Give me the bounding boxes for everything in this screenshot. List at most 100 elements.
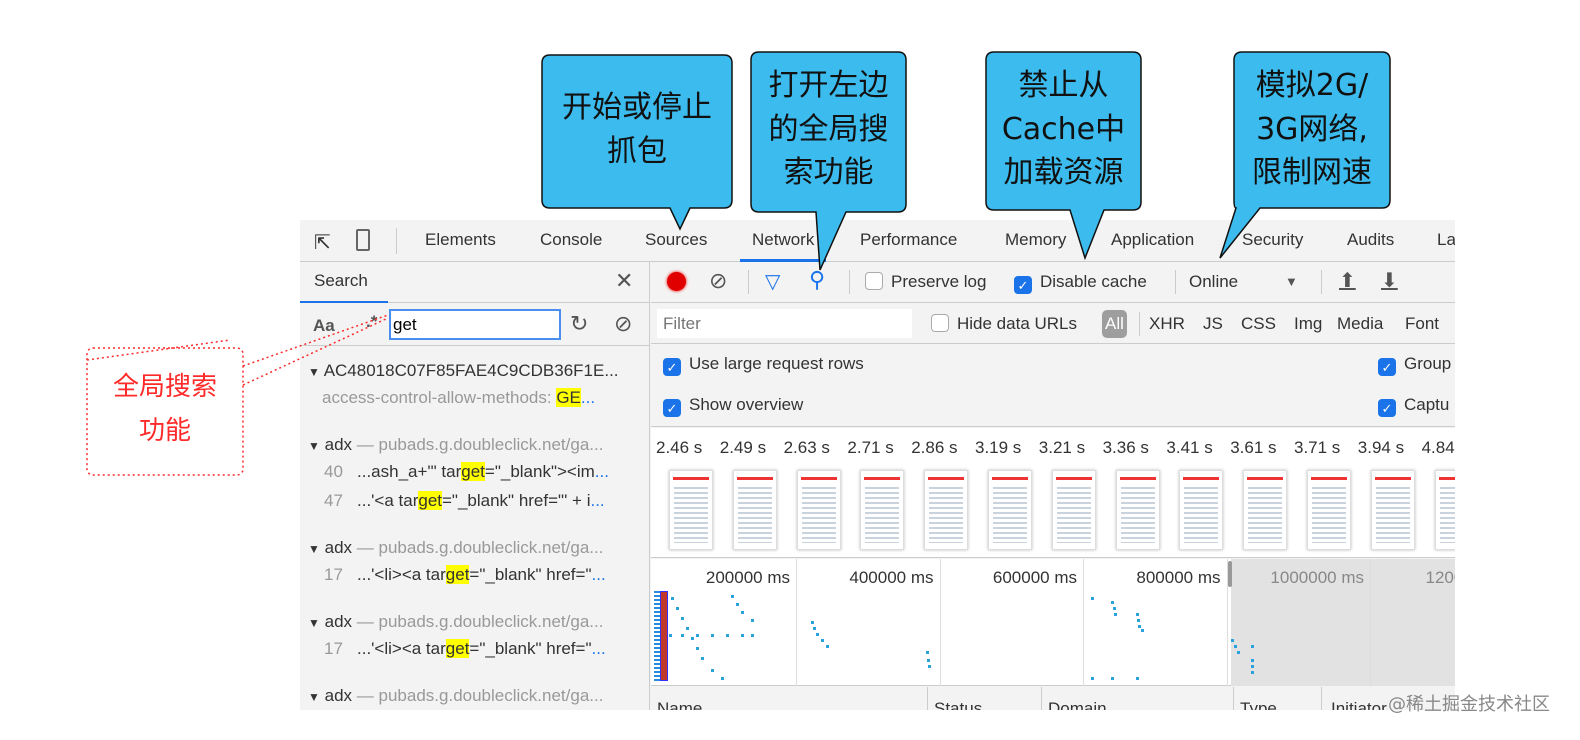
- throttle-select[interactable]: Online: [1189, 272, 1239, 291]
- timeline-tick-label: 1000000 ms: [1270, 568, 1364, 587]
- filter-type-js[interactable]: JS: [1203, 314, 1223, 333]
- line-suffix: ="_blank" href="' + i: [442, 491, 591, 510]
- filter-type-css[interactable]: CSS: [1241, 314, 1276, 333]
- callout-record-text: 开始或停止 抓包: [562, 90, 712, 169]
- filmstrip-frame[interactable]: [860, 470, 905, 550]
- search-input[interactable]: [389, 309, 561, 340]
- timeline-tick-label: 600000 ms: [992, 568, 1077, 587]
- record-button[interactable]: [667, 272, 686, 291]
- tab-more[interactable]: La: [1437, 230, 1455, 249]
- tab-security[interactable]: Security: [1242, 230, 1304, 249]
- filmstrip-frame[interactable]: [1370, 470, 1415, 550]
- tab-console[interactable]: Console: [540, 230, 603, 249]
- filmstrip-frame[interactable]: [1051, 470, 1096, 550]
- timeline-handle[interactable]: [1228, 561, 1232, 587]
- search-tab[interactable]: Search: [300, 262, 388, 303]
- match-case-toggle[interactable]: Aa: [313, 316, 335, 335]
- timeline-gridline: [939, 559, 941, 686]
- callout-cache-bubble: [985, 51, 1142, 261]
- timeline-request-dot: [1136, 677, 1139, 680]
- capture-screenshots-checkbox[interactable]: ✓Captu: [1378, 395, 1449, 417]
- search-result-file[interactable]: ▼ adx — pubads.g.doubleclick.net/ga...: [300, 538, 650, 558]
- timeline-request-dot: [1113, 607, 1116, 610]
- device-toolbar-icon[interactable]: [356, 229, 370, 251]
- group-by-frame-checkbox[interactable]: ✓Group: [1378, 354, 1451, 376]
- column-status[interactable]: Status: [934, 699, 983, 710]
- filmstrip-frame[interactable]: [988, 470, 1032, 550]
- clear-icon[interactable]: ⊘: [614, 311, 633, 336]
- filmstrip-frame[interactable]: [1434, 470, 1455, 550]
- search-panel: Search ✕ Aa .* ↻ ⊘ ▼ AC48018C07F85FAE4C9…: [300, 262, 650, 710]
- watermark: @稀土掘金技术社区: [1388, 694, 1550, 715]
- timeline-request-dot: [691, 637, 694, 640]
- filmstrip-frame[interactable]: [732, 470, 777, 550]
- search-result-file[interactable]: ▼ adx — pubads.g.doubleclick.net/ga...: [300, 612, 650, 632]
- preserve-log-checkbox[interactable]: Preserve log: [865, 272, 986, 292]
- filter-type-img[interactable]: Img: [1294, 314, 1323, 333]
- search-result-file[interactable]: ▼ adx — pubads.g.doubleclick.net/ga...: [300, 686, 650, 706]
- callout-search-bubble: [750, 51, 907, 271]
- timeline-request-dot: [681, 617, 684, 620]
- filmstrip-frame[interactable]: [1243, 470, 1288, 550]
- tab-elements[interactable]: Elements: [425, 230, 496, 249]
- table-header: Name Status Domain Type Initiator: [651, 687, 1455, 710]
- tab-application[interactable]: Application: [1111, 230, 1195, 249]
- line-number: 47: [324, 491, 343, 510]
- timeline-request-dot: [813, 627, 816, 630]
- tab-performance[interactable]: Performance: [860, 230, 958, 249]
- disable-cache-checkbox[interactable]: ✓Disable cache: [1014, 272, 1147, 294]
- timeline-request-dot: [1141, 629, 1144, 632]
- match-highlight: get: [418, 491, 442, 510]
- clear-log-icon[interactable]: ⊘: [709, 268, 728, 293]
- result-url: — pubads.g.doubleclick.net/ga...: [356, 686, 604, 705]
- expand-triangle-icon: ▼: [308, 616, 320, 630]
- chevron-down-icon[interactable]: ▼: [1285, 274, 1298, 289]
- filmstrip-frame[interactable]: [1307, 470, 1351, 550]
- timeline-unselected-region: [1231, 559, 1455, 686]
- timeline-request-dot: [1251, 645, 1254, 648]
- filmstrip-time: 3.41 s: [1166, 438, 1213, 457]
- timeline-request-dot: [671, 597, 674, 600]
- large-rows-checkbox[interactable]: ✓Use large request rows: [663, 354, 864, 376]
- filter-type-font[interactable]: Font: [1405, 314, 1440, 333]
- timeline-request-dot: [696, 647, 699, 650]
- timeline-request-dot: [711, 634, 714, 637]
- column-domain[interactable]: Domain: [1048, 699, 1107, 710]
- filmstrip-frame[interactable]: [669, 470, 713, 550]
- filter-input[interactable]: [657, 309, 912, 338]
- filmstrip-frame[interactable]: [796, 470, 841, 550]
- column-name[interactable]: Name: [657, 699, 703, 710]
- search-result-file[interactable]: ▼ AC48018C07F85FAE4C9CDB36F1E...: [300, 361, 650, 381]
- timeline-load-marker: [660, 591, 668, 681]
- show-overview-checkbox[interactable]: ✓Show overview: [663, 395, 803, 417]
- filter-type-media[interactable]: Media: [1337, 314, 1384, 333]
- divider: [1321, 687, 1322, 710]
- column-initiator[interactable]: Initiator: [1331, 699, 1387, 710]
- filmstrip-frame[interactable]: [1115, 470, 1160, 550]
- tab-sources[interactable]: Sources: [645, 230, 708, 249]
- close-icon[interactable]: ✕: [615, 268, 634, 293]
- export-har-icon[interactable]: ⬇: [1381, 270, 1398, 292]
- search-result-file[interactable]: ▼ adx — pubads.g.doubleclick.net/ga...: [300, 435, 650, 455]
- filter-type-all[interactable]: All: [1102, 310, 1127, 338]
- filter-icon[interactable]: ▽: [765, 271, 781, 293]
- inspect-element-icon[interactable]: ⇱: [314, 232, 331, 254]
- tab-audits[interactable]: Audits: [1347, 230, 1395, 249]
- timeline-request-dot: [1231, 639, 1234, 642]
- timeline-gridline: [1083, 559, 1084, 686]
- filmstrip-frame[interactable]: [924, 470, 969, 550]
- filmstrip-time: 2.63 s: [783, 438, 830, 457]
- filter-type-xhr[interactable]: XHR: [1149, 314, 1185, 333]
- hide-data-urls-checkbox[interactable]: Hide data URLs: [931, 314, 1077, 334]
- timeline-tick-label: 12000: [1425, 568, 1456, 587]
- filmstrip-time: 3.71 s: [1294, 438, 1341, 457]
- filmstrip-frame[interactable]: [1179, 470, 1224, 550]
- column-type[interactable]: Type: [1240, 699, 1277, 710]
- import-har-icon[interactable]: ⬆: [1339, 270, 1356, 292]
- timeline-request-dot: [741, 634, 744, 637]
- tab-network[interactable]: Network: [740, 220, 827, 262]
- refresh-icon[interactable]: ↻: [570, 311, 589, 336]
- tab-memory[interactable]: Memory: [1005, 230, 1067, 249]
